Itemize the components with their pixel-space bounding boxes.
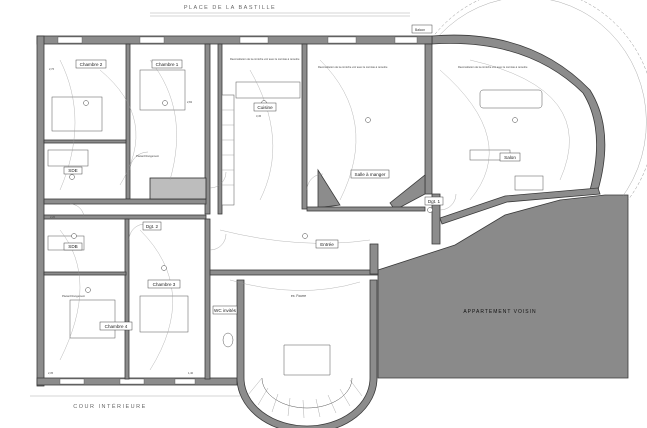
duct-block [149,177,207,200]
window-2 [139,36,165,44]
wall-kitchen-dining [301,43,308,210]
wall-kitchen-left [217,43,223,215]
wall-ch1-kitchen [204,43,211,215]
label-chambre1: Chambre 1 [156,62,179,67]
dim-6: 2,35 [48,371,54,375]
dimension-tags: 2,76 2,82 3,45 2,20 1,40 2,35 [48,67,262,375]
dim-4: 2,20 [50,215,56,219]
bed-chambre4 [69,299,116,339]
wall-ch3-wc [204,218,211,380]
wc-toilet [222,332,234,348]
balcony-label: Balcon [415,28,425,32]
label-chambre3: Chambre 3 [153,282,176,287]
dining-fireplace-right [389,174,426,211]
salon-fireplace [514,175,544,191]
dining-fireplace-left [306,168,341,210]
courtyard-label: COUR INTÉRIEURE [73,403,147,410]
window-court-3 [174,378,196,385]
kitchen-cabinets [222,109,234,186]
lighting-circuits [59,59,570,371]
salon-pier-left [431,193,441,245]
dim-5: 1,40 [188,371,194,375]
note-placard1: Placard Rangement [136,154,159,158]
note-dining: Reconstitution de la corniche voir avec … [318,65,388,69]
dim-2: 2,82 [187,100,193,104]
wall-horizontal-mid2 [43,214,207,220]
label-cuisine: Cuisine [257,105,273,110]
ex-stair-label: ex. Fourre [291,294,306,298]
window-court-1 [59,378,85,385]
window-1 [57,36,83,44]
salon-sofa [479,89,543,109]
label-entree: Entrée [320,242,334,247]
salon-bottom-wall [439,187,601,225]
street-label: PLACE DE LA BASTILLE [184,5,276,11]
ceiling-lamps [69,100,518,293]
wall-sdb-bottom [43,271,127,276]
facade-wall [36,35,433,45]
salon-arc-mid [431,0,647,201]
window-court-2 [119,378,145,385]
neighbor-label: APPARTEMENT VOISIN [463,309,536,315]
stair-inner-arc [261,377,353,409]
wall-dining-salon [424,43,433,195]
label-chambre4: Chambre 4 [105,324,128,329]
wall-entry-bottom [209,269,379,276]
wall-horizontal-mid [43,198,207,205]
wall-dining-bottom [306,206,426,212]
stair-landing [283,344,331,376]
label-dgt1: Dgt. 1 [428,199,441,204]
balcony-tag [411,24,433,34]
bed-chambre3 [139,295,189,333]
label-dgt2: Dgt. 2 [146,224,159,229]
window-4 [327,36,357,44]
wall-ch1-ch2 [125,43,131,200]
window-5 [394,36,418,44]
room-labels: Chambre 2 Chambre 1 SDE SDB Chambre 3 Ch… [63,59,521,331]
stair-steps [247,377,363,419]
label-salle-a-manger: Salle à manger [355,172,386,177]
wall-ch3-ch4 [124,218,130,380]
wall-entry-right [369,243,379,275]
neighbor-apartment [377,194,629,379]
left-wall [36,35,45,387]
note-salon: Reconstitution de la corniche voir avec … [458,65,528,69]
note-placard2: Placard Rangement [62,294,85,298]
label-wc: WC invités [214,308,237,313]
bed-chambre2 [51,96,103,132]
label-sdb: SDB [68,244,77,249]
stair-rotunda-wall [236,279,378,428]
wall-sde-top [43,139,127,144]
label-chambre2: Chambre 2 [80,62,103,67]
dim-1: 2,76 [49,67,55,71]
dim-3: 3,45 [256,114,262,118]
kitchen-counter [221,94,235,206]
salon-curved-wall [431,34,606,191]
bathtub-top [47,149,89,167]
kitchen-island [235,81,301,99]
label-salon: Salon [504,155,516,160]
label-sde: SDE [68,168,77,173]
salon-arc-outer [431,0,647,201]
note-kitchen: Reconstitution de la corniche voir avec … [230,57,300,61]
window-3 [239,36,269,44]
